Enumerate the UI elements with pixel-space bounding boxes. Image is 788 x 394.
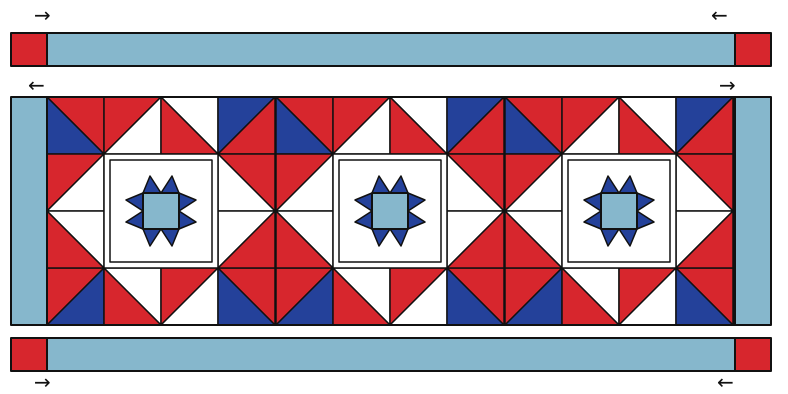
middle-right-arrow-icon: → bbox=[719, 75, 736, 95]
left-side-sashing bbox=[11, 97, 47, 325]
bottom-left-cornerstone bbox=[11, 338, 47, 371]
bottom-sashing-strip bbox=[47, 338, 735, 371]
bottom-left-arrow-icon: → bbox=[34, 372, 51, 392]
top-left-arrow-icon: → bbox=[34, 5, 51, 25]
top-right-arrow-icon: ← bbox=[711, 5, 728, 25]
bottom-right-arrow-icon: ← bbox=[717, 372, 734, 392]
block-2-star-center bbox=[372, 193, 408, 229]
right-side-sashing bbox=[735, 97, 771, 325]
top-sashing-strip bbox=[47, 33, 735, 66]
top-left-cornerstone bbox=[11, 33, 47, 66]
middle-left-arrow-icon: ← bbox=[28, 75, 45, 95]
block-1-star-center bbox=[143, 193, 179, 229]
bottom-right-cornerstone bbox=[735, 338, 771, 371]
top-right-cornerstone bbox=[735, 33, 771, 66]
block-3-star-center bbox=[601, 193, 637, 229]
